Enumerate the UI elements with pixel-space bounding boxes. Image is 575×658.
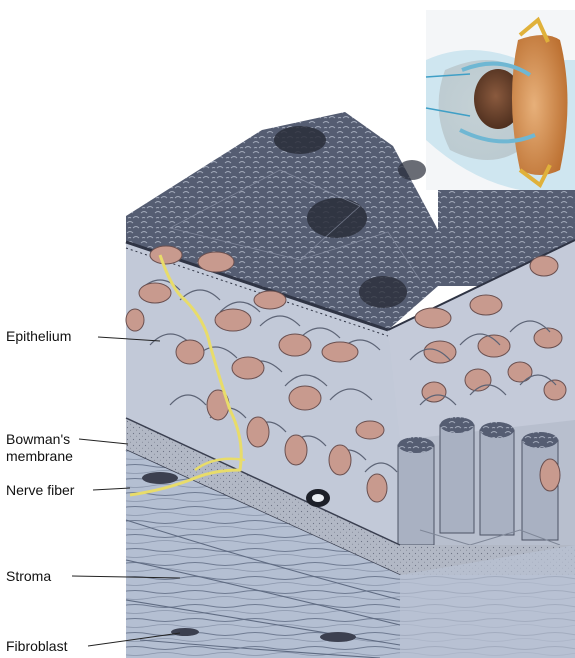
fibroblast-cell xyxy=(171,628,199,636)
fibroblast-cell xyxy=(320,632,356,642)
label-bowmans-line1: Bowman's xyxy=(6,431,73,448)
label-fibroblast: Fibroblast xyxy=(6,638,67,654)
nerve-fiber-leader-line xyxy=(93,488,130,490)
label-bowmans-membrane: Bowman's membrane xyxy=(6,431,73,465)
inset-eye-illustration xyxy=(426,10,575,190)
label-bowmans-line2: membrane xyxy=(6,448,73,465)
label-stroma: Stroma xyxy=(6,568,51,584)
label-nerve-fiber: Nerve fiber xyxy=(6,482,74,498)
fibroblast-cell xyxy=(142,472,178,484)
label-epithelium: Epithelium xyxy=(6,328,71,344)
bowmans-leader-line xyxy=(79,439,128,444)
